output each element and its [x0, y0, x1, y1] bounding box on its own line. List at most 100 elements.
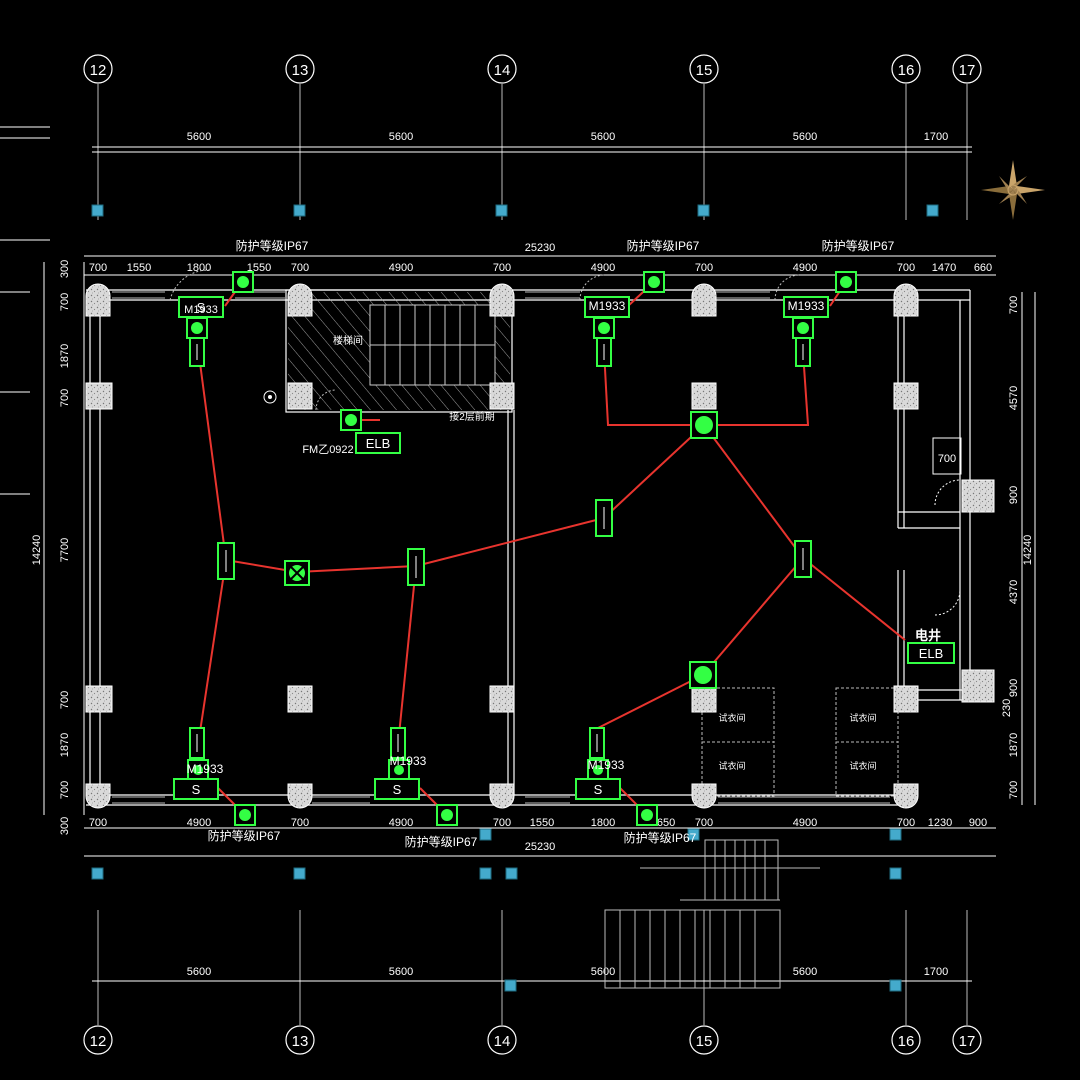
- axis-label: 15: [696, 62, 713, 79]
- svg-text:700: 700: [695, 817, 713, 829]
- svg-text:防护等级IP67: 防护等级IP67: [624, 830, 697, 845]
- axis-markers: [91, 204, 939, 992]
- ceiling-lamp: [690, 411, 718, 439]
- upper-wall-dims: 700 1550 1800 1550 700 4900 700 4900 700…: [89, 262, 992, 274]
- svg-text:4900: 4900: [591, 262, 615, 274]
- svg-text:5600: 5600: [187, 131, 211, 143]
- svg-text:900: 900: [1008, 486, 1020, 504]
- light-fixtures: [186, 271, 857, 826]
- svg-text:FM乙0922: FM乙0922: [302, 443, 353, 456]
- svg-text:5600: 5600: [591, 966, 615, 978]
- svg-text:防护等级IP67: 防护等级IP67: [236, 238, 309, 253]
- svg-text:300: 300: [59, 260, 71, 278]
- svg-text:900: 900: [1008, 679, 1020, 697]
- lower-wall-dims: 700 4900 700 4900 700 1550 1800 1650 700…: [89, 817, 987, 829]
- light-fixture: [643, 271, 665, 293]
- svg-text:5600: 5600: [793, 966, 817, 978]
- columns: [85, 283, 995, 809]
- svg-text:M1933: M1933: [184, 304, 218, 316]
- linear-fixture: [189, 337, 205, 367]
- svg-text:700: 700: [89, 817, 107, 829]
- svg-text:5600: 5600: [389, 131, 413, 143]
- svg-text:4570: 4570: [1008, 386, 1020, 410]
- left-vertical-dims: [43, 262, 85, 815]
- axis-labels-top: 12 13 14 15 16 17: [90, 62, 976, 79]
- svg-text:700: 700: [59, 781, 71, 799]
- svg-text:M1933: M1933: [187, 762, 224, 776]
- light-fixture: [186, 317, 208, 339]
- stair-label: 楼梯间: [333, 334, 363, 347]
- svg-text:700: 700: [1008, 781, 1020, 799]
- svg-text:700: 700: [897, 817, 915, 829]
- svg-text:1470: 1470: [932, 262, 956, 274]
- svg-text:防护等级IP67: 防护等级IP67: [822, 238, 895, 253]
- svg-text:M1933: M1933: [788, 299, 825, 313]
- switch-label: S: [192, 782, 201, 797]
- axis-label: 15: [696, 1033, 713, 1050]
- dimension-bottom-labels: 5600 5600 5600 5600 1700: [187, 966, 948, 978]
- svg-text:1700: 1700: [924, 966, 948, 978]
- switch-label: S: [393, 782, 402, 797]
- light-fixture: [232, 271, 254, 293]
- elec-shaft-label: 电井: [915, 628, 941, 643]
- light-fixture: [340, 409, 362, 431]
- total-width-top: 25230: [525, 242, 556, 254]
- linear-fixture: [794, 540, 812, 578]
- linear-fixture: [217, 542, 235, 580]
- axis-label: 12: [90, 1033, 107, 1050]
- svg-text:防护等级IP67: 防护等级IP67: [627, 238, 700, 253]
- svg-text:230: 230: [1001, 699, 1013, 717]
- svg-text:4900: 4900: [187, 817, 211, 829]
- svg-text:4900: 4900: [389, 817, 413, 829]
- svg-text:14240: 14240: [1022, 535, 1034, 566]
- left-vertical-labels: 300 700 1870 700 7700 700 1870 700 300 1…: [31, 260, 71, 835]
- stairwell: 楼梯间 接2层前期: [288, 292, 510, 423]
- axis-label: 14: [494, 62, 511, 79]
- svg-text:700: 700: [493, 262, 511, 274]
- linear-fixture: [390, 727, 406, 759]
- linear-fixture: [407, 548, 425, 586]
- axis-label: 14: [494, 1033, 511, 1050]
- fitting-room-label: 试衣间: [849, 712, 876, 723]
- svg-text:700: 700: [89, 262, 107, 274]
- light-fixture: [835, 271, 857, 293]
- axis-label: 12: [90, 62, 107, 79]
- axis-label: 13: [292, 1033, 309, 1050]
- svg-text:1800: 1800: [187, 262, 211, 274]
- svg-text:660: 660: [974, 262, 992, 274]
- fitting-room-label: 试衣间: [718, 712, 745, 723]
- ceiling-lamps: [284, 411, 718, 689]
- light-fixture: [636, 804, 658, 826]
- elb-panels: ELB ELB: [355, 432, 955, 664]
- light-fixture: [593, 317, 615, 339]
- ceiling-lamp: [284, 560, 310, 586]
- svg-text:700: 700: [291, 817, 309, 829]
- light-fixture: [436, 804, 458, 826]
- elevator-shaft: [932, 437, 962, 616]
- axis-label: 16: [898, 1033, 915, 1050]
- svg-text:700: 700: [59, 691, 71, 709]
- axis-bubbles-top: [83, 54, 982, 84]
- compass-icon: [981, 160, 1045, 220]
- svg-text:700: 700: [291, 262, 309, 274]
- switch-boxes: S S S S: [173, 296, 829, 800]
- fitting-rooms: [701, 687, 899, 797]
- svg-text:1230: 1230: [928, 817, 952, 829]
- svg-text:700: 700: [695, 262, 713, 274]
- svg-text:700: 700: [59, 389, 71, 407]
- dimension-top-labels: 5600 5600 5600 5600 1700: [187, 131, 948, 143]
- svg-text:700: 700: [897, 262, 915, 274]
- svg-text:1700: 1700: [924, 131, 948, 143]
- right-vertical-labels: 700 4570 900 4370 900 230 1870 700 14240: [1001, 296, 1034, 799]
- switch-label: S: [197, 300, 206, 315]
- linear-fixture: [189, 727, 205, 759]
- dimension-top: [92, 146, 972, 153]
- svg-text:M1933: M1933: [588, 758, 625, 772]
- svg-text:4900: 4900: [389, 262, 413, 274]
- windows: [112, 291, 890, 804]
- elb-label: ELB: [919, 646, 944, 661]
- linear-fixture: [595, 499, 613, 537]
- linear-fixture: [596, 337, 612, 367]
- svg-text:700: 700: [1008, 296, 1020, 314]
